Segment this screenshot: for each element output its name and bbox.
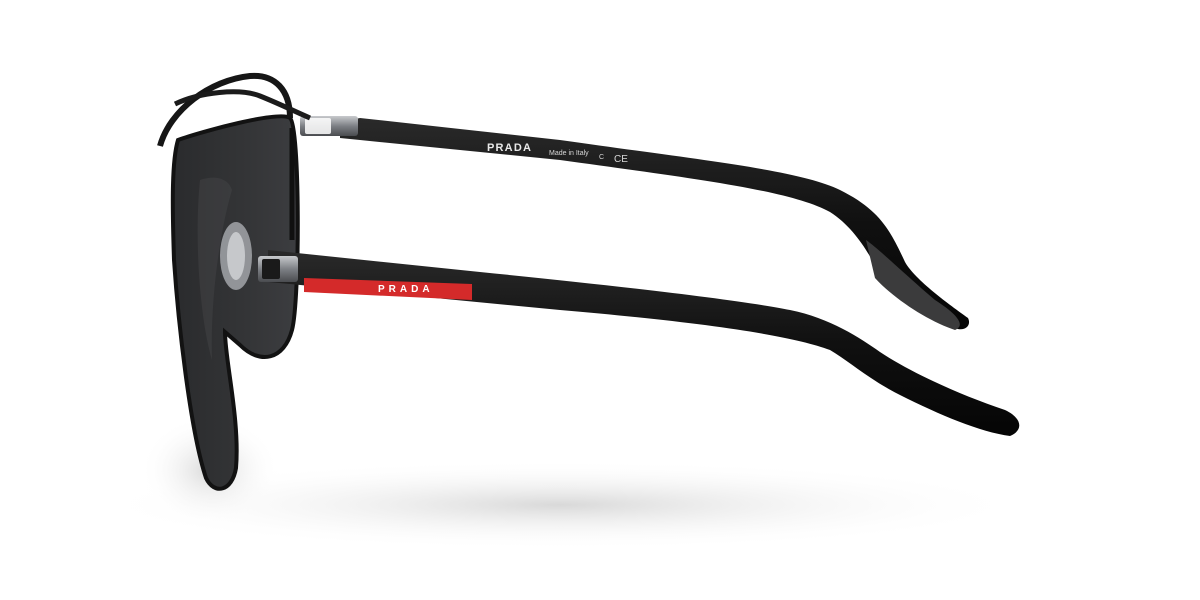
lower-temple: PRADA xyxy=(258,250,1020,436)
lower-temple-brand: PRADA xyxy=(378,284,434,295)
red-stripe xyxy=(304,278,472,300)
upper-temple-marking-ce: CE xyxy=(614,154,628,165)
upper-temple: PRADA Made in Italy C CE xyxy=(300,116,970,330)
floor-shadow xyxy=(90,460,1030,550)
upper-temple-tip-pad xyxy=(866,240,960,330)
frame-front xyxy=(157,72,311,240)
upper-temple-brand: PRADA xyxy=(487,142,532,154)
upper-temple-marking-c: C xyxy=(599,154,604,161)
upper-temple-origin: Made in Italy xyxy=(549,150,589,157)
